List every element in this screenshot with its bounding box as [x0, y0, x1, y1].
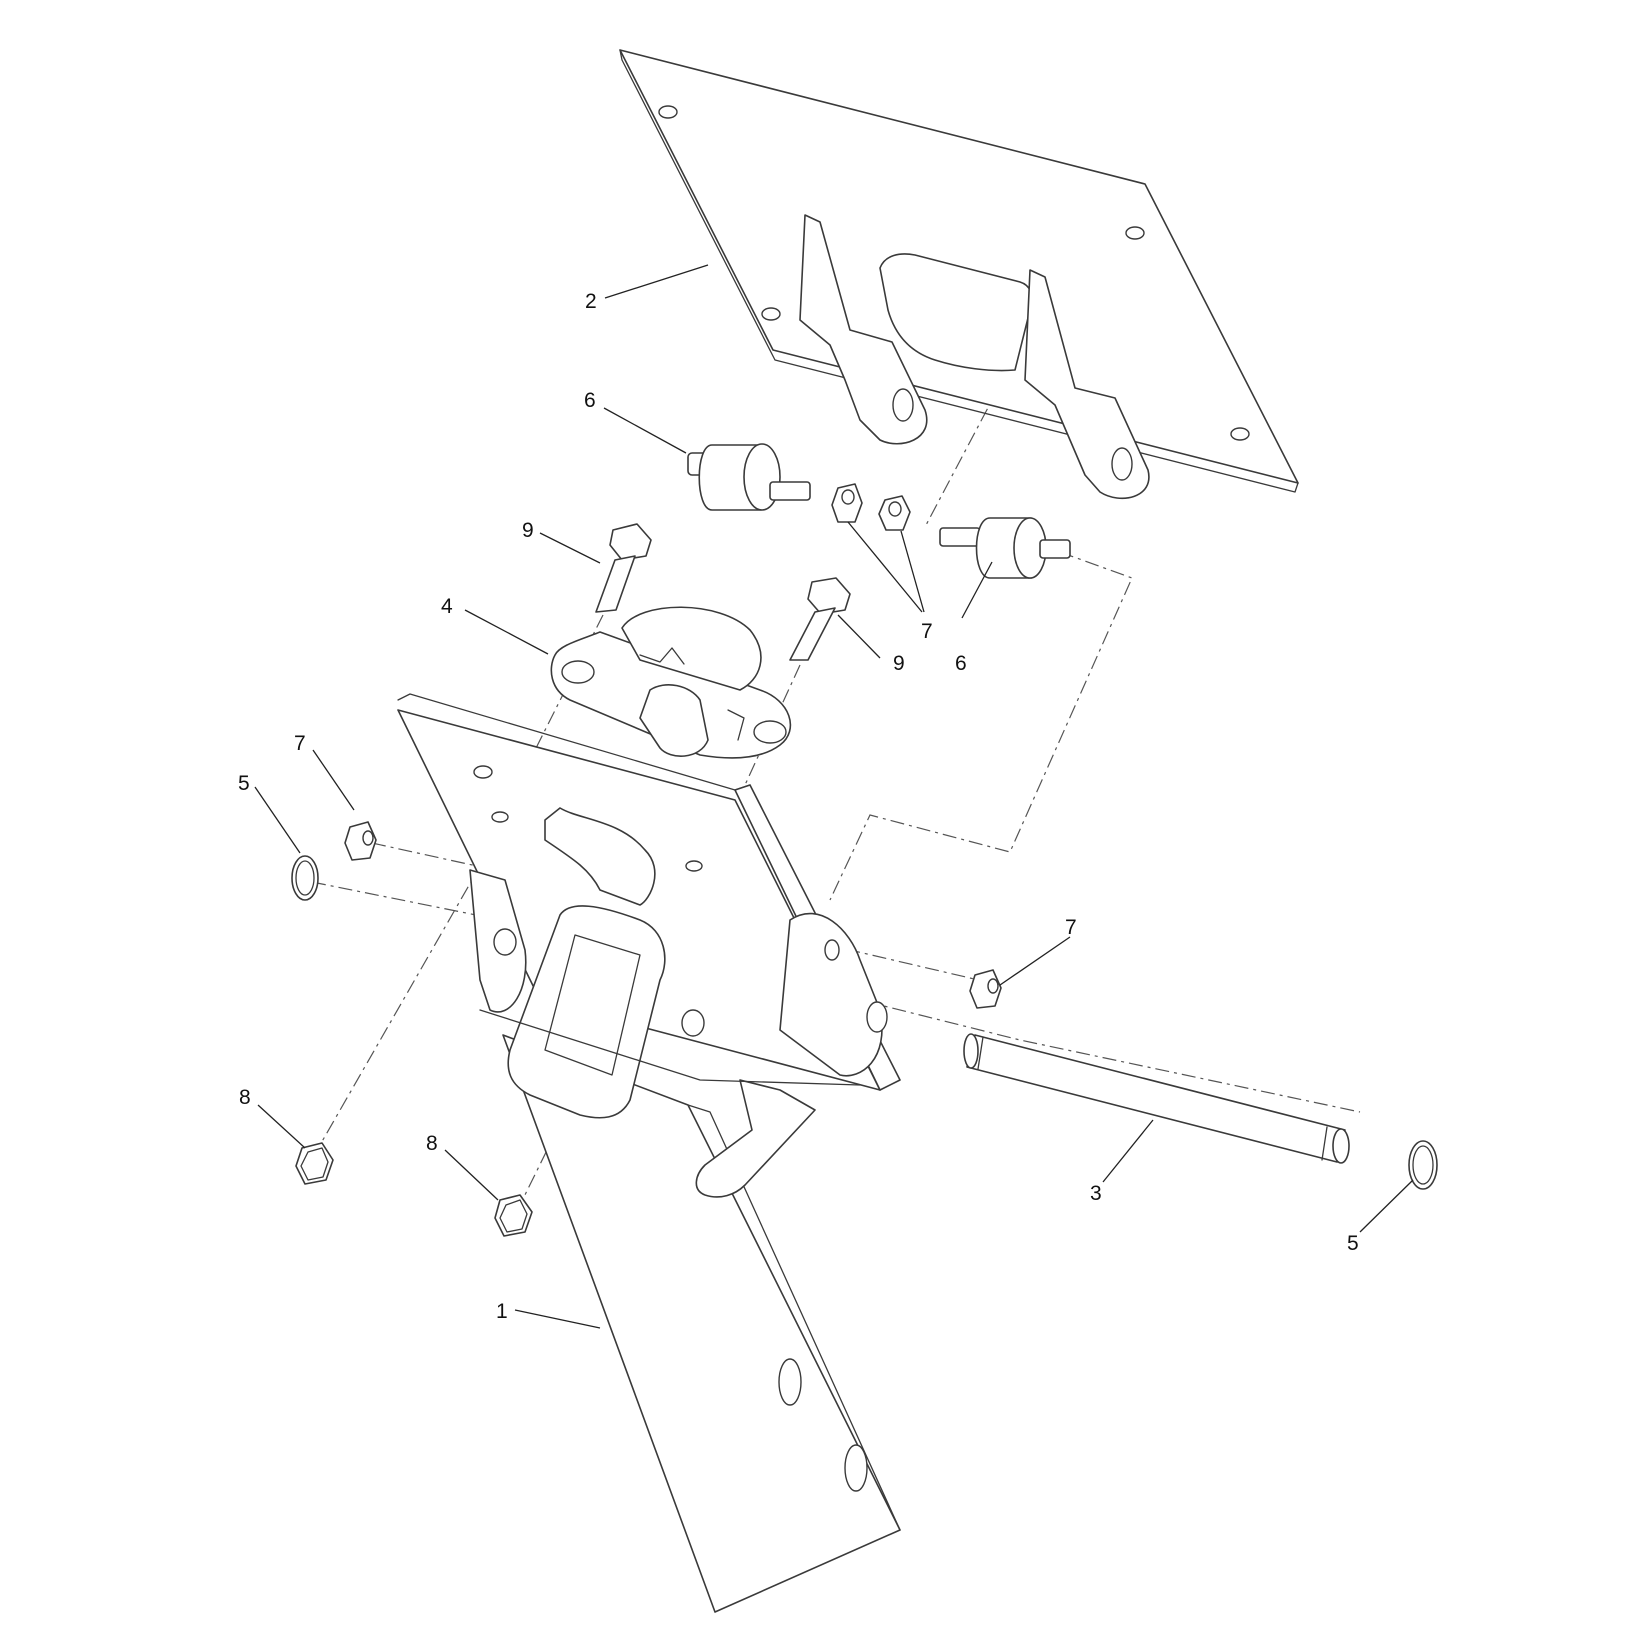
bolt-right [789, 577, 851, 661]
hitch-frame [397, 693, 901, 1613]
sensor-assembly [550, 606, 792, 759]
callout-8-left: 9 [522, 519, 534, 542]
leader-lines [254, 264, 1414, 1329]
lock-nut-left [295, 1142, 334, 1185]
callout-3: 3 [1090, 1182, 1102, 1205]
retaining-ring-left [291, 855, 319, 901]
callout-8-right: 9 [893, 652, 905, 675]
callout-1: 1 [496, 1300, 508, 1323]
callout-5-left: 5 [238, 772, 250, 795]
callout-9-center: 8 [426, 1132, 438, 1155]
pivot-pin [963, 1033, 1350, 1164]
callout-7-left: 7 [294, 732, 306, 755]
lock-nut-center [494, 1194, 533, 1237]
callout-7-right: 7 [1065, 916, 1077, 939]
callout-labels: 2 6 9 4 9 7 6 7 5 7 3 5 8 8 1 [238, 290, 1359, 1323]
hex-nut-right [969, 969, 1002, 1009]
callout-5-right: 5 [1347, 1232, 1359, 1255]
hex-nut-upper-left [831, 483, 863, 523]
callout-2: 2 [585, 290, 597, 313]
bolt-left [595, 523, 652, 613]
callout-9-left: 8 [239, 1086, 251, 1109]
mounting-plate [619, 49, 1299, 500]
callout-7-upper: 7 [921, 620, 933, 643]
callout-4: 4 [441, 595, 453, 618]
hex-nut-upper-right [878, 495, 911, 531]
callout-6-upper: 6 [584, 389, 596, 412]
isolator-mount-left [687, 443, 811, 511]
callout-6-lower: 6 [955, 652, 967, 675]
isolator-mount-right [939, 517, 1071, 579]
hex-nut-left [344, 821, 377, 861]
retaining-ring-right [1408, 1140, 1438, 1190]
